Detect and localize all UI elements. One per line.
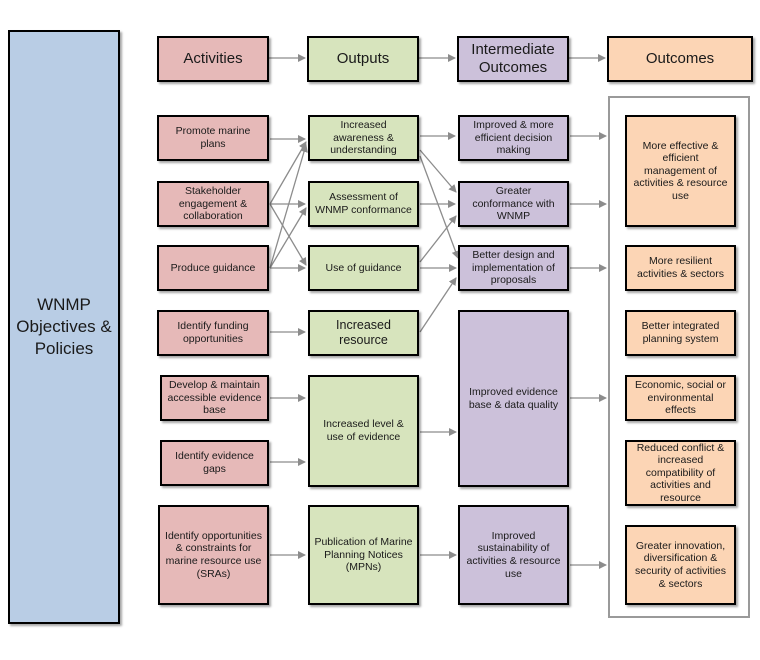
header-intermediate-outcomes: Intermediate Outcomes <box>457 36 569 82</box>
outcome-box: Greater innovation, diversification & se… <box>625 525 736 605</box>
output-box: Use of guidance <box>308 245 419 291</box>
outcome-label: More effective & efficient management of… <box>633 139 728 202</box>
outcomes-group-frame <box>608 96 750 618</box>
activity-box: Promote marine plans <box>157 115 269 161</box>
intermediate-outcome-box: Greater conformance with WNMP <box>458 181 569 227</box>
outcome-box: Reduced conflict & increased compatibili… <box>625 440 736 506</box>
output-box: Increased resource <box>308 310 419 356</box>
intermediate-outcome-box: Improved evidence base & data quality <box>458 310 569 487</box>
header-outcomes: Outcomes <box>607 36 753 82</box>
activity-box: Identify evidence gaps <box>160 440 269 486</box>
activity-label: Produce guidance <box>170 261 256 274</box>
arrow-o4-i3 <box>419 277 457 333</box>
arrow-o3-i2 <box>419 215 457 263</box>
intermediate-outcome-label: Improved evidence base & data quality <box>468 385 559 411</box>
intermediate-outcome-label: Greater conformance with WNMP <box>472 185 555 223</box>
output-box: Publication of Marine Planning Notices (… <box>308 505 419 605</box>
output-box: Increased level & use of evidence <box>308 375 419 487</box>
outcome-box: Better integrated planning system <box>625 310 736 356</box>
intermediate-outcome-label: Better design and implementation of prop… <box>472 249 555 287</box>
activity-label: Identify evidence gaps <box>175 450 254 475</box>
header-outputs: Outputs <box>307 36 419 82</box>
intermediate-outcome-label: Improved sustainability of activities & … <box>466 529 561 580</box>
wnmp-objectives-label: WNMP Objectives & Policies <box>16 294 112 359</box>
outcome-box: More resilient activities & sectors <box>625 245 736 291</box>
outcome-box: More effective & efficient management of… <box>625 115 736 227</box>
intermediate-outcome-label: Improved & more efficient decision makin… <box>473 119 554 157</box>
output-box: Increased awareness & understanding <box>308 115 419 161</box>
arrow-a2-o3 <box>269 203 307 266</box>
activity-box: Develop & maintain accessible evidence b… <box>160 375 269 421</box>
outcome-label: More resilient activities & sectors <box>637 255 724 280</box>
intermediate-outcome-box: Improved & more efficient decision makin… <box>458 115 569 161</box>
activity-label: Identify funding opportunities <box>177 320 249 345</box>
outcome-label: Greater innovation, diversification & se… <box>634 539 727 590</box>
outcome-box: Economic, social or environmental effect… <box>625 375 736 421</box>
activity-box: Produce guidance <box>157 245 269 291</box>
header-activities-label: Activities <box>183 50 243 67</box>
header-intermediate-label: Intermediate Outcomes <box>471 41 555 76</box>
output-label: Use of guidance <box>325 261 402 274</box>
outcome-label: Better integrated planning system <box>641 320 720 345</box>
header-outputs-label: Outputs <box>336 50 390 67</box>
arrow-o1-i3 <box>419 155 460 259</box>
header-activities: Activities <box>157 36 269 82</box>
output-label: Increased level & use of evidence <box>323 418 404 443</box>
arrow-a3-o1 <box>269 144 308 269</box>
output-label: Publication of Marine Planning Notices (… <box>314 536 413 574</box>
output-label: Assessment of WNMP conformance <box>315 191 412 216</box>
intermediate-outcome-box: Improved sustainability of activities & … <box>458 505 569 605</box>
intermediate-outcome-box: Better design and implementation of prop… <box>458 245 569 291</box>
outcome-label: Reduced conflict & increased compatibili… <box>636 441 725 504</box>
output-box: Assessment of WNMP conformance <box>308 181 419 227</box>
arrow-a2-o1 <box>269 141 307 205</box>
activity-box: Stakeholder engagement & collaboration <box>157 181 269 227</box>
wnmp-objectives-box: WNMP Objectives & Policies <box>8 30 120 624</box>
header-outcomes-label: Outcomes <box>645 50 715 67</box>
activity-label: Stakeholder engagement & collaboration <box>178 185 248 223</box>
arrow-a3-o2 <box>269 207 307 269</box>
activity-box: Identify opportunities & constraints for… <box>158 505 269 605</box>
activity-box: Identify funding opportunities <box>157 310 269 356</box>
output-label: Increased resource <box>336 318 391 347</box>
activity-label: Develop & maintain accessible evidence b… <box>167 379 262 417</box>
activity-label: Promote marine plans <box>175 125 251 150</box>
arrow-o1-i2 <box>419 149 457 193</box>
output-label: Increased awareness & understanding <box>330 119 397 157</box>
activity-label: Identify opportunities & constraints for… <box>165 529 262 580</box>
outcome-label: Economic, social or environmental effect… <box>634 379 727 417</box>
